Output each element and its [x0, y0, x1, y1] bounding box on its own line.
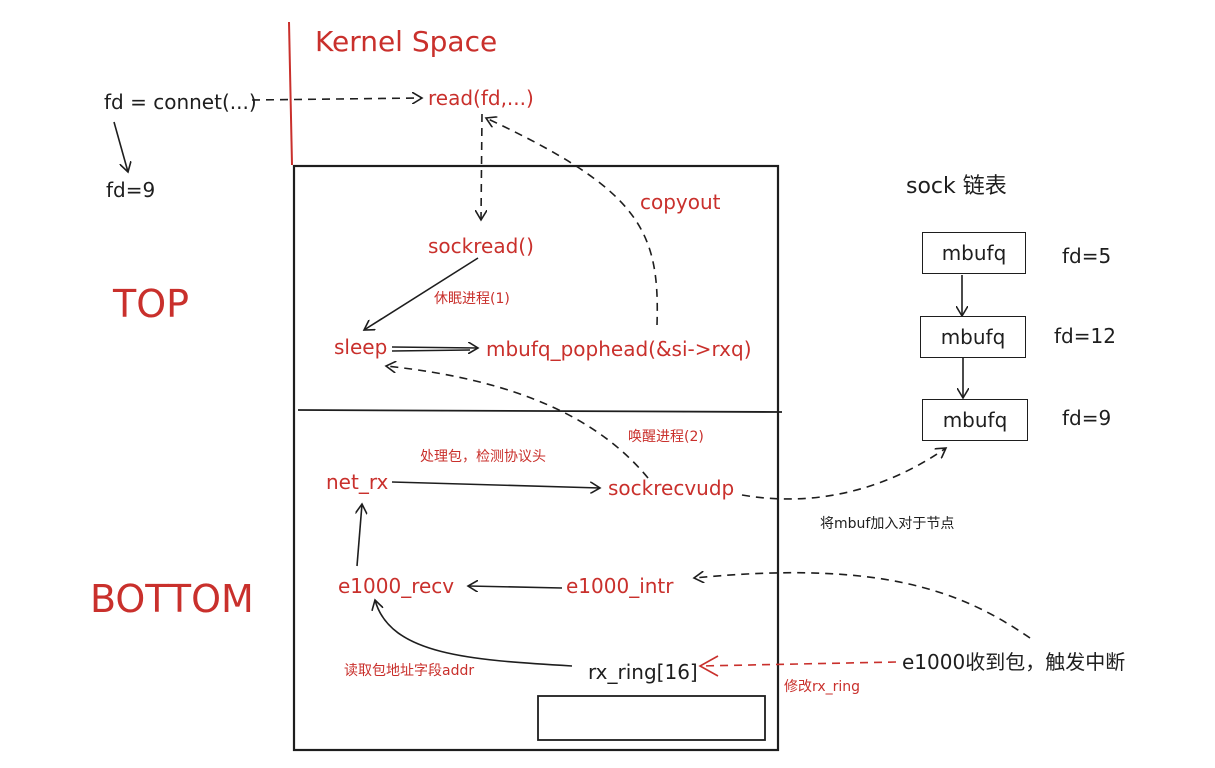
fd9-user-label: fd=9 — [106, 178, 156, 202]
mbufq-node-3-fd: fd=9 — [1062, 406, 1112, 430]
sock-list-title: sock 链表 — [906, 174, 1007, 199]
mbufq-node-1-fd: fd=5 — [1062, 244, 1112, 268]
read-addr-label: 读取包地址字段addr — [344, 663, 475, 679]
fd-connet-label: fd = connet(...) — [104, 90, 257, 114]
arrow-sleep-to-pophead-second-stroke — [391, 349, 471, 352]
arrow-sockrecvudp-to-mbufq — [741, 448, 946, 500]
arrow-read-to-sockread — [481, 113, 482, 220]
arrow-sleep-to-pophead — [391, 347, 478, 348]
sockread-label: sockread() — [428, 234, 534, 258]
kernel-space-label: Kernel Space — [315, 25, 498, 58]
copyout-label: copyout — [640, 190, 721, 214]
add-mbuf-label: 将mbuf加入对于节点 — [820, 516, 955, 532]
wake-process-label: 唤醒进程(2) — [628, 429, 704, 445]
mbufq-node-2-label: mbufq — [940, 325, 1006, 349]
arrow-intr-to-recv — [468, 586, 563, 588]
arrow-pophead-to-read — [486, 118, 659, 326]
pophead-label: mbufq_pophead(&si->rxq) — [486, 337, 752, 361]
bottom-label: BOTTOM — [90, 577, 254, 621]
kernel-box — [292, 164, 780, 752]
handle-packet-label: 处理包，检测协议头 — [420, 449, 546, 465]
arrow-connet-to-read — [251, 98, 422, 100]
mbufq-node-2: mbufq — [920, 316, 1026, 358]
arrow-rxring-to-recv — [375, 600, 573, 667]
mbufq-node-2-fd: fd=12 — [1054, 324, 1116, 348]
e1000-intr-label: e1000_intr — [566, 574, 674, 598]
empty-box — [537, 695, 766, 741]
mbufq-node-1-label: mbufq — [941, 241, 1007, 265]
arrow-interrupt-to-rxring-head — [698, 655, 719, 677]
arrow-interrupt-to-intr — [694, 573, 1031, 639]
e1000-recv-label: e1000_recv — [338, 574, 455, 598]
modify-ring-label: 修改rx_ring — [784, 679, 861, 695]
arrow-recv-to-netrx — [357, 504, 362, 567]
arrow-sockread-to-sleep — [364, 257, 479, 330]
e1000-got-packet-label: e1000收到包，触发中断 — [902, 650, 1126, 674]
top-bottom-divider — [297, 409, 783, 413]
arrow-connet-to-fd9 — [113, 121, 128, 172]
mbufq-node-3-label: mbufq — [942, 408, 1008, 432]
mbufq-node-1: mbufq — [922, 232, 1026, 274]
sleep-label: sleep — [334, 335, 388, 359]
sleep-process-label: 休眠进程(1) — [434, 291, 510, 307]
rx-ring-label: rx_ring[16] — [588, 660, 698, 684]
net-rx-label: net_rx — [326, 470, 389, 494]
arrow-sockrecvudp-to-sleep — [386, 366, 649, 479]
read-label: read(fd,...) — [428, 86, 534, 110]
arrow-interrupt-to-rxring — [699, 661, 897, 667]
sockrecvudp-label: sockrecvudp — [608, 476, 735, 500]
kernel-boundary-line — [288, 21, 293, 166]
mbufq-node-3: mbufq — [922, 399, 1028, 441]
top-label: TOP — [113, 282, 190, 326]
arrow-netrx-to-sockrecvudp — [391, 481, 600, 488]
